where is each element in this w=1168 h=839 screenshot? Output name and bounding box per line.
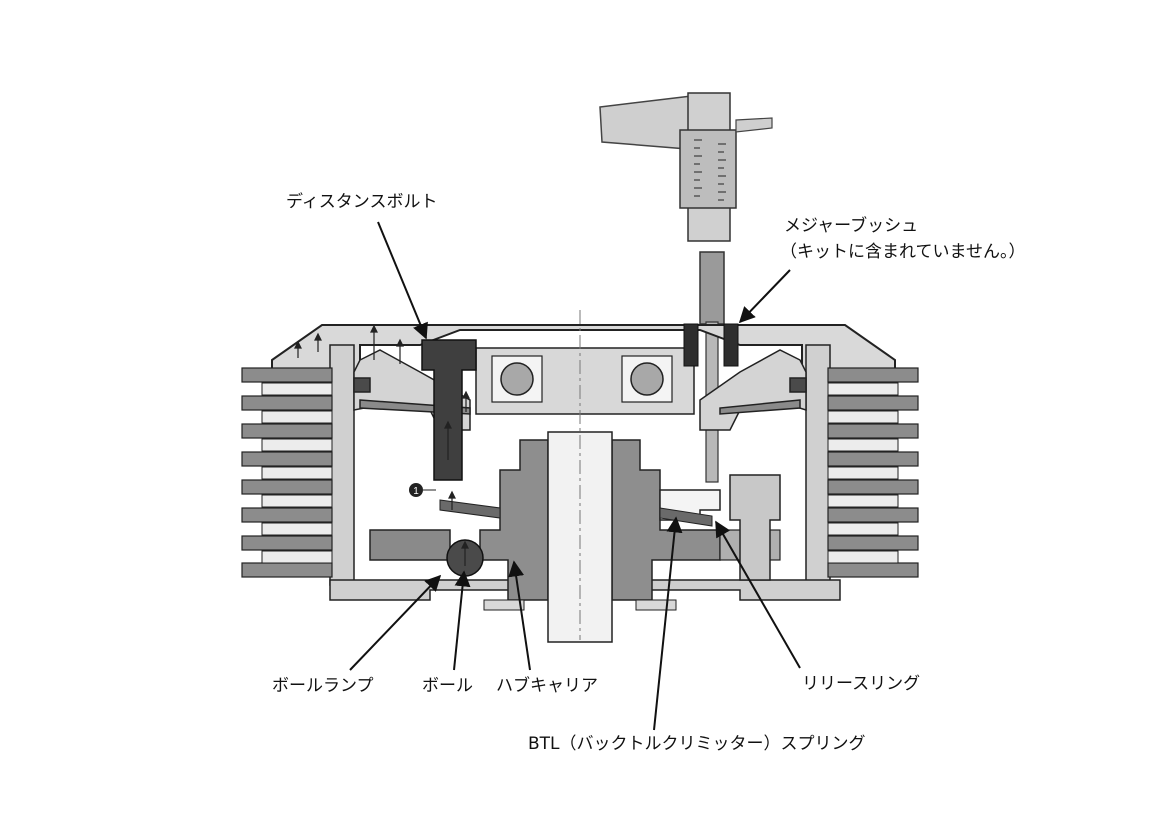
label-ball-ramp: ボールランプ [272, 676, 374, 696]
leader-ball-ramp [349, 574, 442, 671]
callout-marker-1: 1 [409, 483, 436, 497]
caliper-slider [679, 129, 737, 209]
caliper-slider-jaw [735, 117, 773, 133]
clutch-plates-right [827, 382, 899, 564]
leader-ball [453, 570, 471, 671]
label-btl-spring: BTL（バックトルクリミッター）スプリング [528, 734, 866, 754]
ball-ramp [369, 529, 451, 561]
caliper-scale-ticks [694, 139, 726, 201]
friction-plates-right [827, 367, 919, 578]
hub-carrier-left [479, 439, 549, 601]
leader-lines [349, 221, 801, 731]
measure-bush [683, 323, 739, 367]
hub-carrier-assembly [479, 310, 721, 643]
label-hub-carrier: ハブキャリア [496, 676, 598, 696]
label-measure-bush-note: （キットに含まれていません。） [780, 242, 1026, 262]
shaft-collar-right [635, 599, 677, 611]
friction-plates-left [241, 367, 333, 578]
label-measure-bush: メジャーブッシュ [784, 216, 919, 236]
spring-clip-left [353, 377, 371, 393]
btl-spring-left [439, 499, 501, 519]
leader-btl-spring [653, 516, 683, 731]
right-side-block [729, 474, 781, 581]
bearing-assembly [475, 347, 695, 415]
housing-right-wall [805, 344, 831, 586]
bearing-ball-right [630, 362, 664, 396]
diaphragm-springs [353, 377, 807, 415]
shaft-collar-left [483, 599, 525, 611]
flow-arrows [294, 324, 470, 566]
leader-distance-bolt [377, 221, 428, 340]
callout-number: 1 [413, 486, 419, 497]
spring-clip-right [789, 377, 807, 393]
caliper-depth-rod [699, 251, 725, 325]
distance-bolt [421, 339, 477, 481]
label-distance-bolt: ディスタンスボルト [286, 192, 438, 212]
btl-spring-right [659, 507, 713, 527]
bearing-ball-left [500, 362, 534, 396]
label-ball: ボール [422, 676, 473, 696]
diaphragm-spring-right [719, 399, 801, 415]
clutch-plates-left [261, 382, 333, 564]
housing-left-wall [329, 344, 355, 586]
vernier-caliper [599, 92, 773, 483]
leader-measure-bush [738, 269, 791, 324]
label-release-ring: リリースリング [802, 674, 921, 694]
leader-release-ring [715, 520, 801, 669]
leader-hub-carrier [508, 560, 531, 671]
